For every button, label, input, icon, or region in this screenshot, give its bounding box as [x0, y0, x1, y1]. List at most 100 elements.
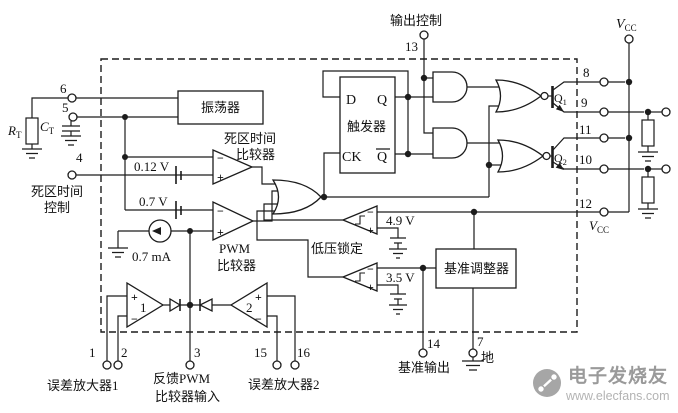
watermark-brand: 电子发烧友	[568, 364, 668, 387]
and-gate-1	[432, 71, 468, 103]
current-source-label: 0.7 mA	[132, 249, 172, 264]
vcc-pin12-sub: CC	[597, 225, 609, 235]
pwm-comp-label-1: PWM	[219, 241, 251, 256]
vcc-terminal	[624, 34, 634, 44]
and-gate-2	[432, 127, 468, 159]
pin-9-label: 9	[581, 95, 588, 110]
amp2-plus-sign: +	[255, 290, 262, 304]
feedback-label-2: 比较器输入	[155, 389, 220, 404]
pin-15-terminal	[272, 360, 282, 370]
dead-time-comp-label-2: 比较器	[236, 147, 275, 162]
uvlo2-minus-sign: −	[367, 262, 374, 276]
feedback-label-1: 反馈PWM	[153, 371, 211, 386]
pin-10-terminal	[599, 164, 609, 174]
nor-gate-1	[494, 79, 543, 113]
pin-6-label: 6	[60, 81, 67, 96]
pin-11-terminal	[599, 133, 609, 143]
pin-4-label: 4	[76, 150, 83, 165]
ct-main: C	[40, 119, 49, 134]
uvlo-threshold-2-label: 3.5 V	[386, 270, 415, 285]
pin-7-terminal	[468, 348, 478, 358]
pin-5-label: 5	[62, 100, 69, 115]
amp1-number: 1	[140, 300, 147, 315]
wires	[22, 39, 662, 371]
dead-time-control-label-1: 死区时间	[31, 184, 83, 199]
pin-13-label: 13	[405, 39, 418, 54]
uvlo1-plus-sign: +	[367, 223, 374, 237]
oscillator-block	[177, 90, 264, 125]
ground-label: 地	[481, 350, 494, 365]
vcc-pin12-main: V	[589, 218, 599, 233]
vcc-top-main: V	[616, 17, 626, 32]
amp1-plus-sign: +	[131, 290, 138, 304]
emitter-arrow-icon	[555, 162, 564, 170]
hysteresis-icon	[355, 215, 365, 225]
error-amplifier-2	[229, 281, 268, 329]
oscillator-label: 振荡器	[201, 100, 240, 115]
ic-boundary	[100, 58, 578, 333]
ct-label: CT	[40, 119, 55, 136]
q1-label: Q1	[554, 91, 567, 107]
pin-8-terminal	[599, 77, 609, 87]
q2-label: Q2	[554, 151, 567, 167]
pin-1-label: 1	[89, 345, 96, 360]
pin-12-label: 12	[579, 196, 592, 211]
watermark-url: www.elecfans.com	[565, 389, 670, 403]
q1-sub: 1	[563, 97, 567, 107]
pin-12-terminal	[599, 207, 609, 217]
pin-16-terminal	[290, 360, 300, 370]
devices	[126, 71, 564, 329]
ff-ck-label: CK	[342, 150, 361, 165]
output-1-terminal	[661, 107, 671, 117]
vcc-pin12-label: VCC	[589, 218, 609, 235]
flip-flop-block	[339, 76, 396, 174]
nor-1-bubble	[540, 91, 549, 101]
ref-output-label: 基准输出	[398, 360, 450, 375]
pwm-plus-sign: +	[217, 225, 224, 239]
pin-6-terminal	[67, 93, 77, 103]
flip-flop-label: 触发器	[347, 119, 386, 134]
uvlo2-plus-sign: +	[367, 280, 374, 294]
dt-plus-sign: +	[217, 170, 224, 184]
pin-9-terminal	[599, 107, 609, 117]
error-amp-2-label: 误差放大器2	[248, 377, 320, 392]
pin-15-label: 15	[254, 345, 267, 360]
nor-2-bubble	[542, 151, 551, 161]
uvlo-threshold-1-label: 4.9 V	[386, 213, 415, 228]
ff-d-label: D	[346, 93, 356, 108]
pin-4-terminal	[67, 170, 77, 180]
output-control-label: 输出控制	[390, 13, 442, 28]
output-2-terminal	[661, 164, 671, 174]
pin-13-terminal	[419, 30, 429, 40]
pin-16-label: 16	[297, 345, 311, 360]
q2-sub: 2	[563, 157, 567, 167]
q1-main: Q	[554, 91, 563, 105]
pin-2-terminal	[113, 360, 123, 370]
pwm-minus-sign: −	[217, 204, 224, 218]
pin-14-terminal	[418, 348, 428, 358]
junction-dots	[122, 74, 652, 309]
amp2-number: 2	[246, 300, 253, 315]
arrow-left-icon	[152, 227, 161, 235]
rt-sub: T	[16, 130, 22, 140]
dead-time-comparator	[212, 149, 254, 185]
pin-3-terminal	[185, 360, 195, 370]
pin-1-terminal	[102, 360, 112, 370]
or-gate	[271, 179, 322, 215]
amp1-minus-sign: −	[131, 312, 138, 326]
ff-qbar-label: Q	[377, 150, 387, 165]
pin-11-label: 11	[579, 122, 592, 137]
pin-terminals	[67, 30, 671, 370]
emitter-arrow-icon	[555, 104, 564, 112]
pwm-comp-label-2: 比较器	[217, 258, 256, 273]
q2-main: Q	[554, 151, 563, 165]
dt-minus-sign: −	[217, 151, 224, 165]
error-amplifier-1	[126, 281, 165, 329]
diode-icon	[198, 297, 213, 313]
dead-time-comp-label-1: 死区时间	[224, 131, 276, 146]
rt-label: RT	[7, 123, 22, 140]
labels: 振荡器 死区时间 比较器 0.12 V 0.7 V 0.7 mA PWM 比较器…	[7, 13, 637, 404]
dead-time-control-label-2: 控制	[44, 200, 70, 215]
